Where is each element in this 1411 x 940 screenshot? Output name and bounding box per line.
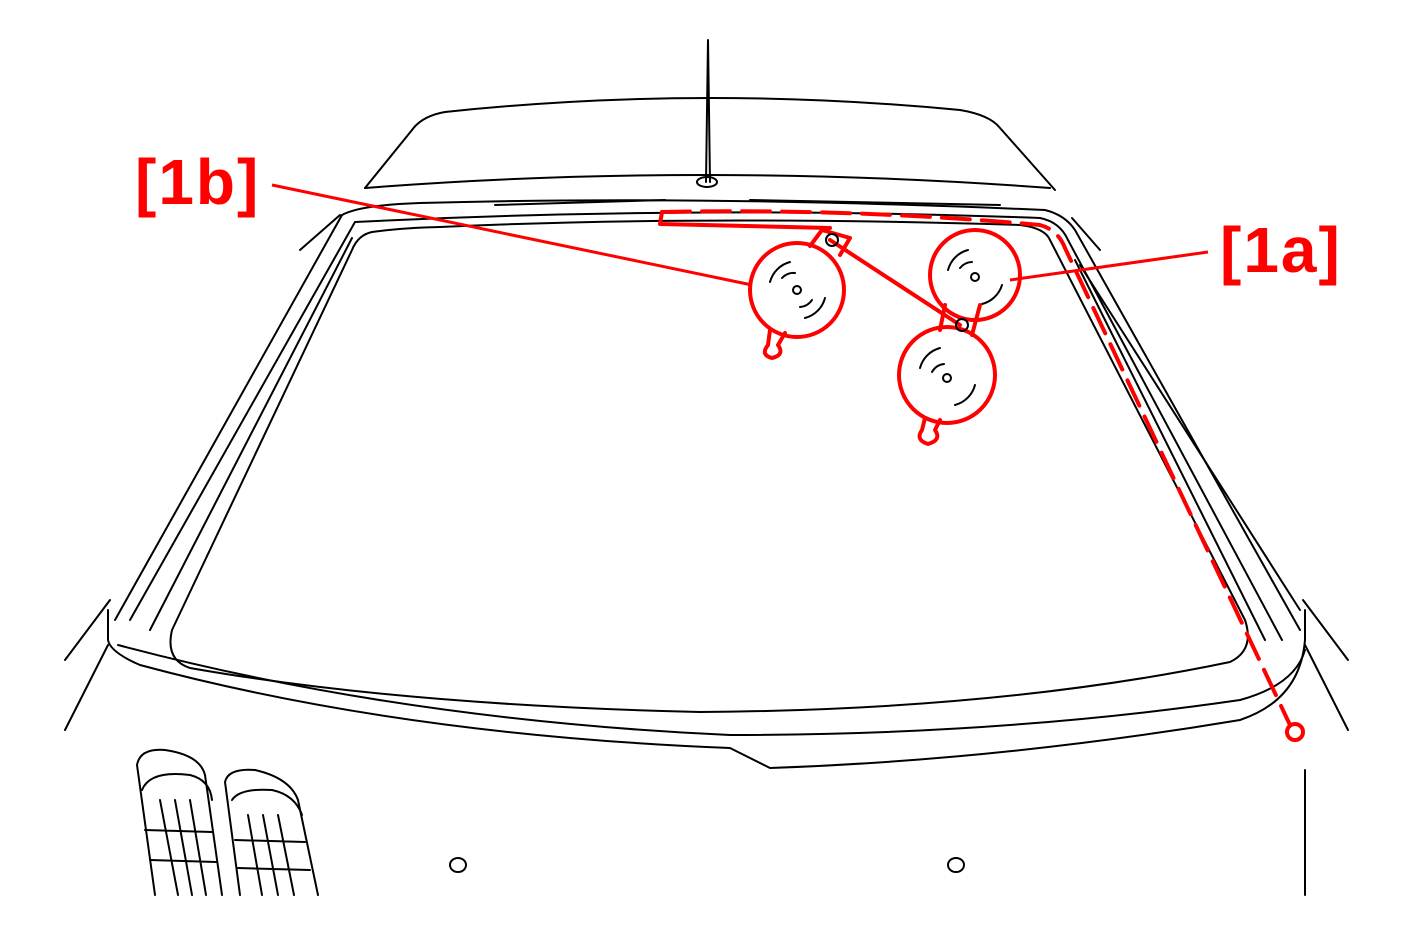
leader-line-1b <box>271 183 753 287</box>
windshield-glass <box>169 219 1249 713</box>
washer-nozzle-left <box>449 857 467 873</box>
cut-path-dashed <box>660 209 1292 727</box>
cut-wire <box>658 210 832 230</box>
antenna <box>696 39 718 188</box>
suction-cup-1b <box>748 228 852 360</box>
cut-wire-end <box>1285 722 1305 742</box>
suction-cup-lower <box>897 303 997 446</box>
callout-1b: [1b] <box>135 146 261 218</box>
washer-nozzle-right <box>947 857 965 873</box>
removal-tool <box>271 183 1305 742</box>
leader-line-1a <box>1009 250 1209 282</box>
hood-vents <box>136 748 319 896</box>
callout-1a: [1a] <box>1220 214 1342 286</box>
body-sides <box>64 214 1349 896</box>
tool-arm <box>828 238 962 327</box>
windshield-frame <box>107 199 1306 769</box>
